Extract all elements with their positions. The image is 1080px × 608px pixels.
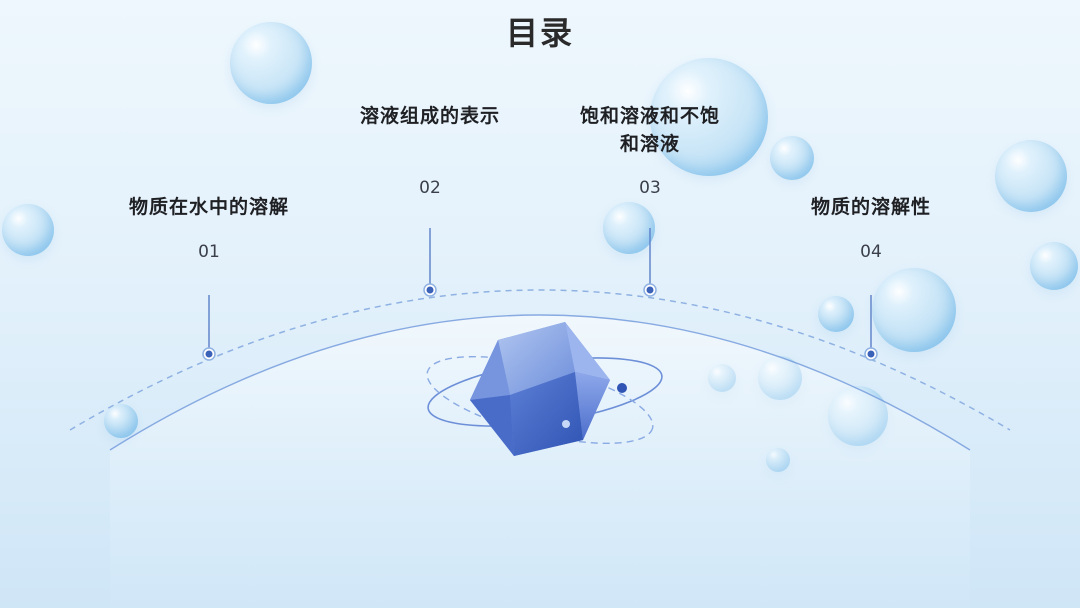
water-bubble-icon <box>872 268 956 352</box>
item-03-title-line-1: 饱和溶液和不饱 <box>579 105 720 127</box>
water-bubble-icon <box>650 58 768 176</box>
timeline-node-01 <box>202 295 216 361</box>
item-02-title[interactable]: 溶液组成的表示 <box>330 102 530 130</box>
dome-arc <box>110 315 970 608</box>
water-bubble-icon <box>2 204 54 256</box>
water-bubble-icon <box>230 22 312 104</box>
dome-outline <box>109 314 971 451</box>
item-04-number: 04 <box>860 242 882 262</box>
timeline-node-03 <box>643 228 657 297</box>
item-03-title-line-2: 和溶液 <box>619 133 680 155</box>
timeline-node-04 <box>864 295 878 361</box>
item-02-number: 02 <box>419 178 441 198</box>
item-03-number: 03 <box>639 178 661 198</box>
timeline-node-02 <box>423 228 437 297</box>
water-bubble-icon <box>603 202 655 254</box>
water-bubble-icon <box>995 140 1067 212</box>
item-03-title[interactable]: 饱和溶液和不饱 和溶液 <box>552 102 748 158</box>
water-bubble-icon <box>1030 242 1078 290</box>
item-01-number: 01 <box>198 242 220 262</box>
item-02-title-line: 溶液组成的表示 <box>359 105 500 127</box>
crystal-atom-icon <box>426 322 663 456</box>
water-bubble-icon <box>818 296 854 332</box>
water-bubble-icon <box>104 404 138 438</box>
water-bubble-icon <box>770 136 814 180</box>
item-04-title-line: 物质的溶解性 <box>810 196 931 218</box>
item-01-title-line: 物质在水中的溶解 <box>128 196 289 218</box>
page-title: 目录 <box>505 14 574 52</box>
item-04-title[interactable]: 物质的溶解性 <box>770 193 972 221</box>
item-01-title[interactable]: 物质在水中的溶解 <box>96 193 322 221</box>
